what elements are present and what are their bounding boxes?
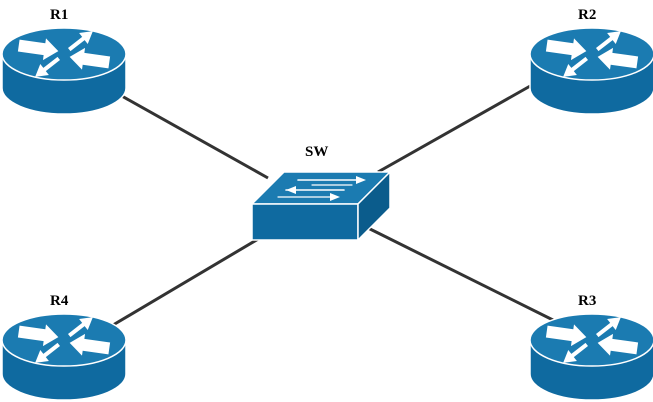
router-r2-icon[interactable] xyxy=(529,24,653,115)
switch-sw-icon[interactable] xyxy=(250,170,392,242)
router-r2-label: R2 xyxy=(578,7,597,23)
link-r3-sw xyxy=(367,226,558,324)
router-r3-label: R3 xyxy=(578,293,597,309)
router-r4-icon[interactable] xyxy=(1,310,127,401)
router-r1-label: R1 xyxy=(50,7,69,23)
switch-sw-label: SW xyxy=(305,144,329,160)
links xyxy=(112,83,558,327)
router-r4-label: R4 xyxy=(50,293,69,309)
router-r3-icon[interactable] xyxy=(529,310,653,401)
router-r1-icon[interactable] xyxy=(1,24,127,115)
link-r2-sw xyxy=(377,83,533,174)
link-r4-sw xyxy=(112,230,271,327)
link-r1-sw xyxy=(119,93,269,180)
